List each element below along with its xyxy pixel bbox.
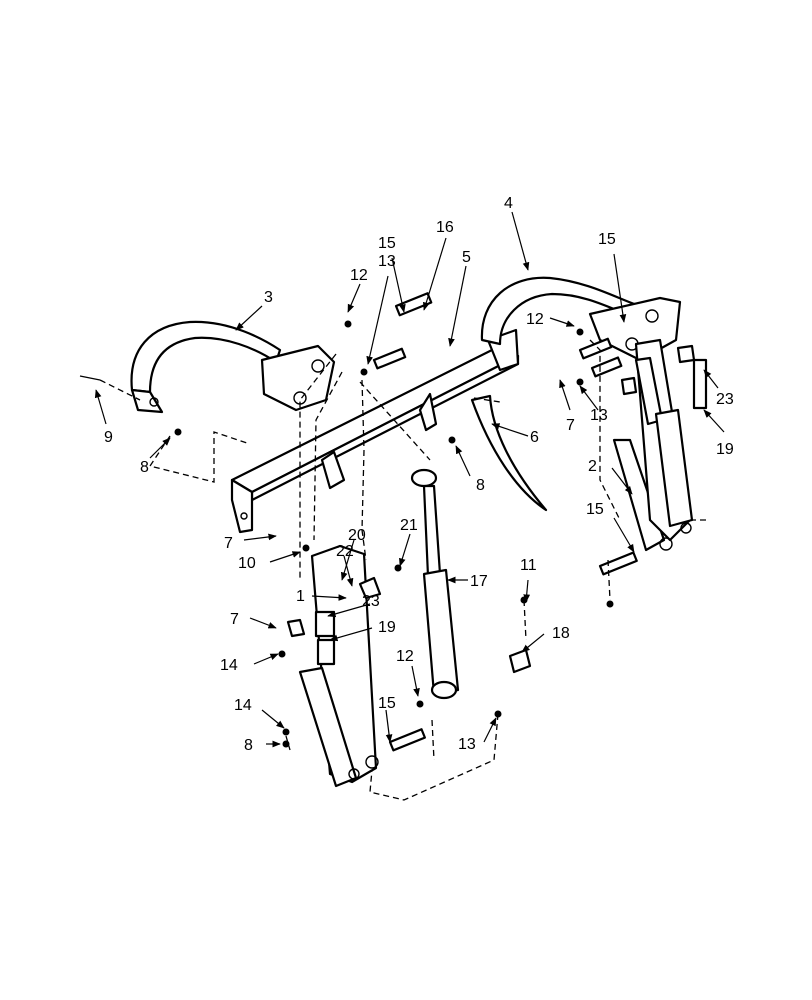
assembly-lines xyxy=(99,339,706,801)
hardware-items xyxy=(79,292,708,752)
callout-8-b: 8 xyxy=(476,477,485,494)
callout-20: 20 xyxy=(348,527,366,544)
callout-13-b: 13 xyxy=(590,407,608,424)
callout-22: 22 xyxy=(336,543,354,560)
callout-14-b: 14 xyxy=(234,697,252,714)
callout-15-a: 15 xyxy=(378,235,396,252)
callout-21: 21 xyxy=(400,517,418,534)
callout-17: 17 xyxy=(470,573,488,590)
callout-15-c: 15 xyxy=(598,231,616,248)
callout-14-a: 14 xyxy=(220,657,238,674)
callout-16: 16 xyxy=(436,219,454,236)
left-curved-tine xyxy=(130,320,336,414)
callout-18: 18 xyxy=(552,625,570,642)
cross-tube xyxy=(230,328,520,534)
callout-12-a: 12 xyxy=(350,267,368,284)
callout-2: 2 xyxy=(588,458,597,475)
callout-12-b: 12 xyxy=(526,311,544,328)
callout-13-a: 13 xyxy=(378,253,396,270)
callout-7-a: 7 xyxy=(224,535,233,552)
hydraulic-cylinder-left xyxy=(410,468,460,700)
hydraulic-cylinder-right xyxy=(634,356,694,528)
callout-8-a: 8 xyxy=(140,459,149,476)
callout-13-c: 13 xyxy=(458,736,476,753)
callout-11: 11 xyxy=(520,557,537,574)
callout-1: 1 xyxy=(296,588,305,605)
leader-arrows xyxy=(94,211,725,748)
callout-6: 6 xyxy=(530,429,539,446)
callout-12-c: 12 xyxy=(396,648,414,665)
callout-10: 10 xyxy=(238,555,256,572)
callout-15-d: 15 xyxy=(586,501,604,518)
curved-blade xyxy=(470,394,548,512)
callout-19-a: 19 xyxy=(378,619,396,636)
callout-23-b: 23 xyxy=(716,391,734,408)
callout-7-b: 7 xyxy=(230,611,239,628)
callout-4: 4 xyxy=(504,195,513,212)
left-arm xyxy=(298,544,379,788)
callout-3: 3 xyxy=(264,289,273,306)
callout-9: 9 xyxy=(104,429,113,446)
callout-23-a: 23 xyxy=(362,593,380,610)
callout-7-c: 7 xyxy=(566,417,575,434)
callout-15-b: 15 xyxy=(378,695,396,712)
callout-19-b: 19 xyxy=(716,441,734,458)
callout-labels: 1 2 3 4 5 6 7 7 7 8 8 8 9 10 11 12 12 12… xyxy=(104,195,734,754)
callout-5: 5 xyxy=(462,249,471,266)
callout-8-c: 8 xyxy=(244,737,253,754)
